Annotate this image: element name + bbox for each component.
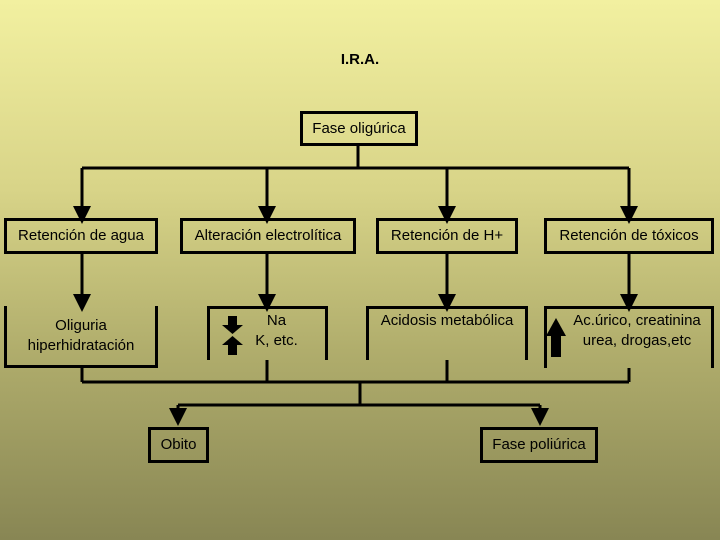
node-water-retention: Retención de agua xyxy=(4,218,158,254)
node-na-k: Na K, etc. xyxy=(207,306,328,360)
node-acidosis: Acidosis metabólica xyxy=(366,306,528,360)
node-death-label: Obito xyxy=(160,436,197,453)
node-oliguria-line1: Oliguria xyxy=(55,316,107,334)
node-phase-polyuric-label: Fase poliúrica xyxy=(492,436,586,453)
node-toxin-retention: Retención de tóxicos xyxy=(544,218,714,254)
node-electrolyte-label: Alteración electrolítica xyxy=(194,227,342,244)
node-phase-polyuric: Fase poliúrica xyxy=(480,427,598,463)
k-up-arrow-icon xyxy=(222,336,243,355)
node-phase-oliguric-label: Fase oligúrica xyxy=(312,119,406,137)
node-electrolyte: Alteración electrolítica xyxy=(180,218,356,254)
node-oliguria-line2: hiperhidratación xyxy=(27,336,135,354)
node-uric-acid: Ac.úrico, creatinina urea, drogas,etc xyxy=(544,306,714,368)
node-phase-oliguric: Fase oligúrica xyxy=(300,111,418,146)
node-toxin-retention-label: Retención de tóxicos xyxy=(559,227,699,244)
node-oliguria: Oliguria hiperhidratación xyxy=(4,306,158,368)
node-death: Obito xyxy=(148,427,209,463)
node-uric-line2: urea, drogas,etc xyxy=(582,332,692,349)
na-down-arrow-icon xyxy=(222,316,243,334)
node-acidosis-label: Acidosis metabólica xyxy=(380,312,514,329)
uric-up-arrow-icon xyxy=(546,318,566,357)
node-na-line2: K, etc. xyxy=(255,332,298,349)
node-na-line1: Na xyxy=(266,312,287,329)
diagram-title: I.R.A. xyxy=(340,51,380,68)
node-water-retention-label: Retención de agua xyxy=(18,227,144,244)
node-uric-line1: Ac.úrico, creatinina xyxy=(573,312,701,329)
node-hplus-retention: Retención de H+ xyxy=(376,218,518,254)
node-hplus-retention-label: Retención de H+ xyxy=(390,227,504,244)
